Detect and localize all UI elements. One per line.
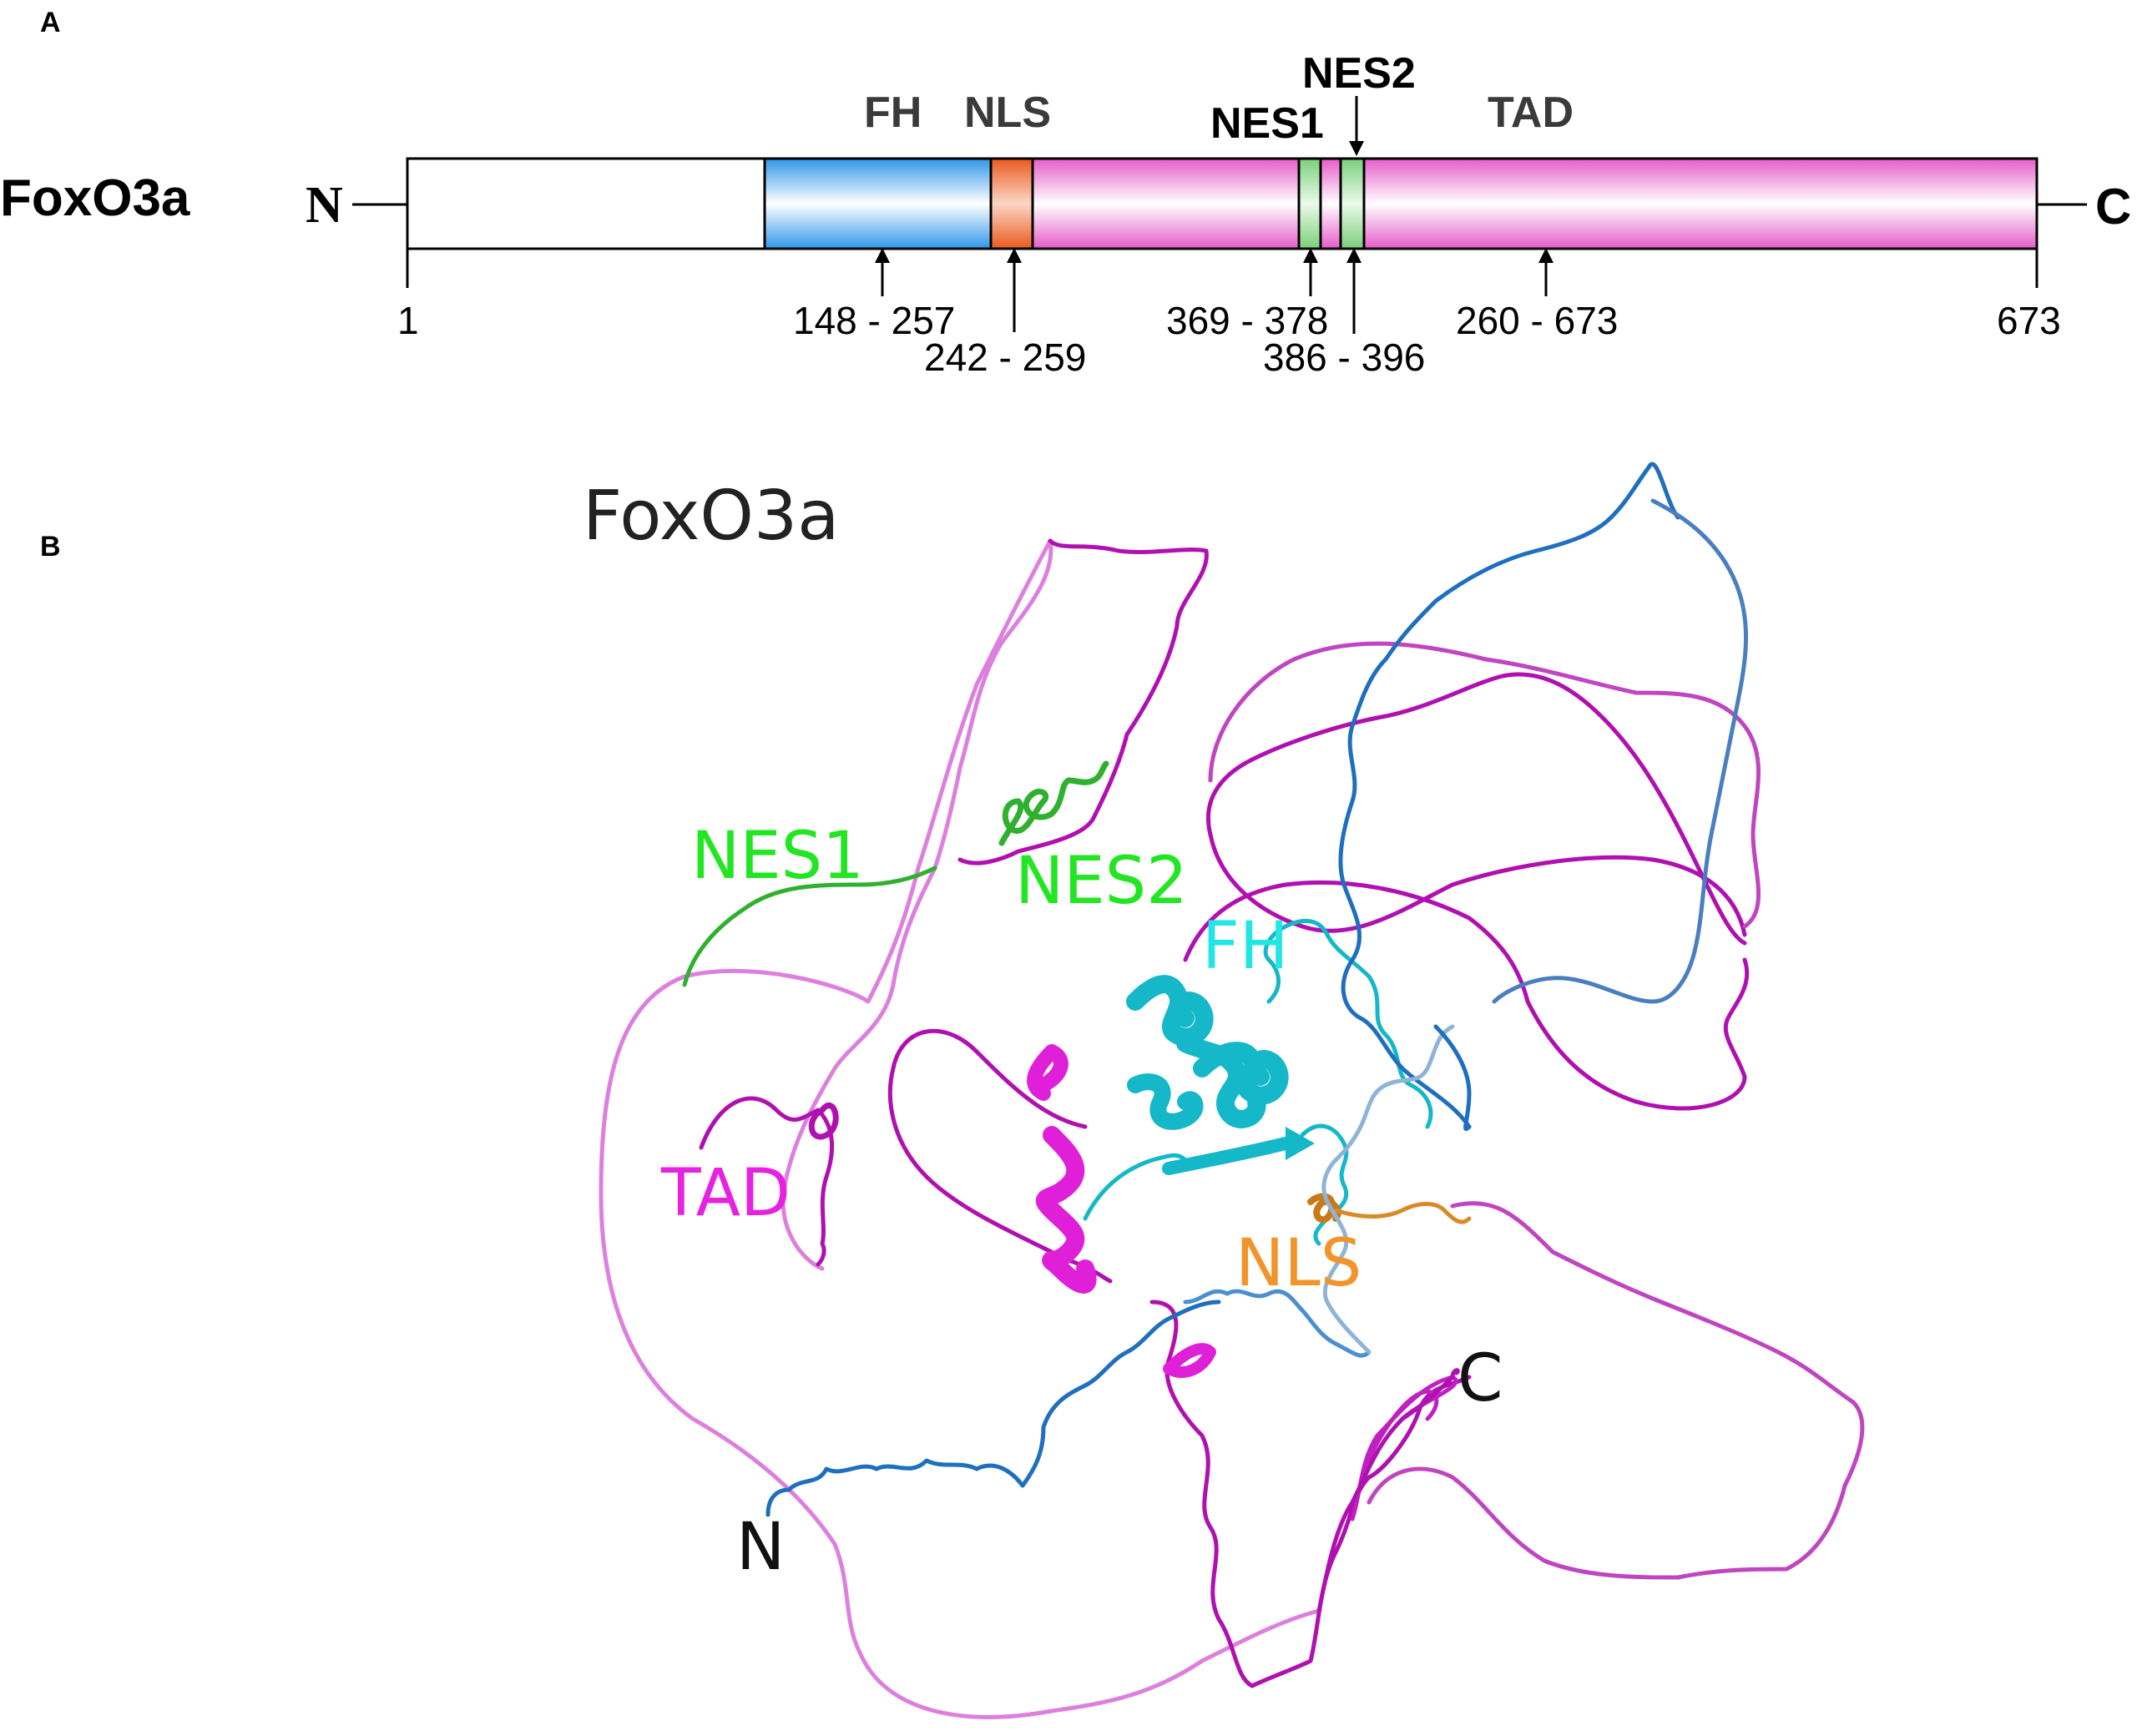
tad-range-label: 260 - 673 (1456, 299, 1618, 342)
tad-loop-bottom-right (1367, 1201, 1865, 1580)
tad-domain-label: TAD (1488, 88, 1574, 137)
structure-label-nes1: NES1 (691, 819, 864, 894)
panel-b-letter: B (40, 531, 61, 563)
fh-strand (1162, 1137, 1292, 1175)
tad-coil-left-tail (699, 1096, 835, 1267)
tad-loop-upper-light (781, 538, 1053, 1271)
fh-helix-4 (1127, 1073, 1204, 1130)
tad-c-terminus-end (1363, 1389, 1439, 1471)
nes1-domain-block (1297, 157, 1322, 250)
structure-label-c-terminus: C (1458, 1341, 1503, 1416)
tad-loop-top (957, 538, 1209, 865)
tad-domain-block (1031, 157, 2038, 250)
nes2-range-label: 386 - 396 (1263, 336, 1425, 379)
bar-unstructured-segment (406, 157, 766, 250)
tad-coil-left (808, 1102, 839, 1140)
fh-loops-2 (1300, 1123, 1349, 1246)
n-terminal-upper-loop (1492, 498, 1748, 1004)
nes1-domain-label: NES1 (1210, 99, 1324, 148)
panel-b: B FoxO3a (40, 462, 1865, 1719)
tad-central-helix (1035, 1126, 1097, 1294)
tad-helix-3 (1163, 1343, 1216, 1378)
n-terminal-blue-right (1433, 1024, 1472, 1131)
protein-name-label: FoxO3a (0, 169, 190, 227)
protein-structure-cartoon (599, 462, 1865, 1719)
nes1-range-label: 369 - 378 (1166, 299, 1328, 342)
fh-range-label: 148 - 257 (793, 299, 955, 342)
tad-loop-center (1183, 880, 1750, 1111)
nls-domain-label: NLS (964, 88, 1051, 137)
tad-loop-upper-right (1208, 641, 1761, 929)
nls-linker (1333, 1202, 1472, 1224)
tad-loop-lower (1149, 1299, 1472, 1688)
tad-loop-right (1205, 672, 1747, 946)
fh-helix-3 (1193, 1042, 1289, 1105)
nls-range-label: 242 - 259 (924, 336, 1086, 379)
tad-helix-2 (1027, 1044, 1068, 1101)
panel-a-letter: A (40, 7, 61, 38)
structure-title: FoxO3a (583, 477, 839, 556)
structure-label-nls: NLS (1235, 1226, 1362, 1301)
structure-label-fh: FH (1202, 909, 1289, 984)
tad-loop-left (599, 538, 1321, 1719)
structure-label-tad: TAD (660, 1156, 791, 1231)
n-terminal-chain-helical (1183, 1289, 1372, 1358)
n-terminus-label: N (306, 177, 343, 234)
tad-c-terminus-reach (1316, 1368, 1460, 1613)
panel-a: A FoxO3a N C 1 673 FH NLS NES1 NES2 TAD (0, 7, 2131, 379)
fh-strand-arrowhead (1286, 1127, 1315, 1160)
n-terminal-upper-chain (1338, 462, 1680, 1129)
structure-label-n-terminus: N (736, 1510, 785, 1585)
nes1-linker (682, 865, 937, 987)
fh-linker (1083, 1153, 1188, 1221)
fh-domain-block (763, 157, 993, 250)
fh-helix-1 (1126, 975, 1214, 1047)
nes2-domain-block (1339, 157, 1366, 250)
n-terminal-blue-lower (1321, 1024, 1455, 1355)
nes2-domain-label: NES2 (1302, 49, 1416, 98)
n-terminal-chain (765, 1299, 1221, 1517)
nes2-coil (998, 760, 1109, 846)
fh-loops (1263, 918, 1433, 1129)
nls-domain-block (989, 157, 1034, 250)
c-terminus-label: C (2095, 179, 2131, 235)
structure-label-nes2: NES2 (1015, 844, 1188, 919)
end-residue-label: 673 (1997, 299, 2061, 342)
start-residue-label: 1 (397, 299, 419, 342)
fh-domain-label: FH (864, 88, 922, 137)
